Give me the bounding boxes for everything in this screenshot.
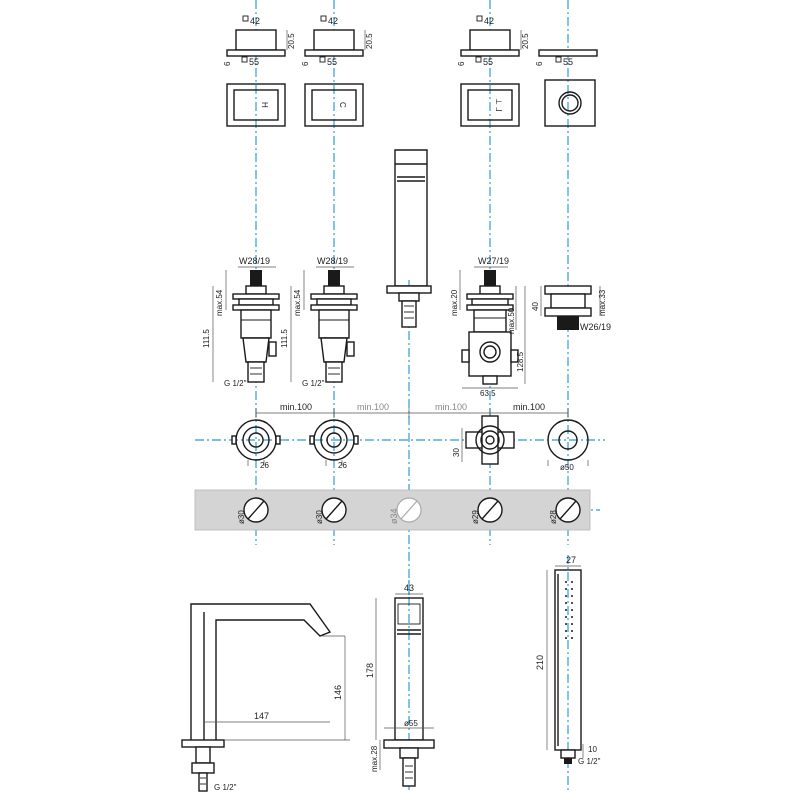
spout-connection: G 1/2" — [214, 783, 237, 792]
handle-1-thickness: 6 — [223, 61, 232, 66]
handle-front-view-3: ⊥ ⅃ — [460, 83, 520, 127]
spout-reach: 147 — [254, 711, 269, 721]
spout-front-height: 178 — [365, 663, 375, 678]
center-lines — [195, 0, 605, 790]
hose-cap-front-view — [544, 79, 596, 127]
spacing-3: min.100 — [435, 402, 467, 412]
hose-connector-height: 40 — [531, 302, 540, 311]
handle-front-view-1: H — [226, 83, 286, 127]
diverter-max-2: max.50 — [507, 307, 516, 334]
hose-connector: 40 max.33 W26/19 — [531, 285, 611, 332]
deck-holes: ø30 ø30 ø34 ø29 ø28 — [194, 489, 591, 531]
spacing-1: min.100 — [280, 402, 312, 412]
valve-cartridge-1: W28/19 max.54 111.5 G 1/2" — [202, 256, 280, 388]
hole-2-size: ø30 — [315, 510, 324, 524]
handle-3-top-size: 42 — [484, 16, 494, 26]
shower-connection: G 1/2" — [578, 757, 601, 766]
handle-side-view-3: 42 20.5 6 55 — [457, 15, 530, 67]
hose-cap-size: 55 — [563, 57, 573, 67]
diverter-thread: W27/19 — [478, 256, 509, 266]
valve-1-thread: W28/19 — [239, 256, 270, 266]
spout-front-width: 43 — [404, 583, 414, 593]
top-view-3-size: 30 — [452, 448, 461, 457]
top-view-diverter: 30 — [452, 415, 515, 465]
top-view-valve-1: 26 — [231, 419, 281, 470]
spout-height: 146 — [333, 685, 343, 700]
handle-3-height: 20.5 — [521, 33, 530, 49]
valve-2-height: 111.5 — [280, 329, 289, 348]
spout-side-view: 147 146 G 1/2" — [181, 603, 350, 792]
hole-1-size: ø30 — [237, 510, 246, 524]
spout-front-view: 43 178 ø55 max.28 — [365, 583, 435, 787]
spout-front-base: ø55 — [404, 719, 418, 728]
spacing-4: min.100 — [513, 402, 545, 412]
hose-cap-thickness: 6 — [535, 61, 544, 66]
handle-3-mark: ⊥ ⅃ — [494, 98, 503, 112]
top-view-valve-2: 26 — [309, 419, 359, 470]
spout-front-max: max.28 — [370, 745, 379, 772]
handle-1-mark: H — [260, 102, 269, 108]
handle-side-view-2: 42 20.5 6 55 — [301, 15, 374, 67]
diverter-height: 128.5 — [516, 351, 525, 372]
hose-cap-side-view: 6 55 — [535, 49, 598, 67]
handle-2-base-size: 55 — [327, 57, 337, 67]
handle-1-top-size: 42 — [250, 16, 260, 26]
valve-2-max: max.54 — [293, 289, 302, 316]
diverter-cartridge: W27/19 max.20 max.50 128.5 63.5 — [450, 256, 526, 398]
shower-width: 27 — [566, 555, 576, 565]
top-view-4-size: ø50 — [560, 463, 574, 472]
handle-1-base-size: 55 — [249, 57, 259, 67]
shower-length: 210 — [535, 655, 545, 670]
shower-depth: 10 — [588, 745, 597, 754]
handle-front-view-2: C — [304, 83, 364, 127]
valve-2-connection: G 1/2" — [302, 379, 325, 388]
spacing-2: min.100 — [357, 402, 389, 412]
top-view-2-size: 26 — [338, 461, 347, 470]
shower-nozzles — [565, 581, 573, 639]
top-view-1-size: 26 — [260, 461, 269, 470]
diverter-width: 63.5 — [480, 389, 496, 398]
spout-body-side — [386, 149, 432, 328]
hand-shower: 27 210 10 G 1/2" — [535, 555, 601, 766]
handle-side-view-1: 42 20.5 6 55 — [223, 15, 296, 67]
valve-1-max: max.54 — [215, 289, 224, 316]
handle-3-base-size: 55 — [483, 57, 493, 67]
hole-5-size: ø28 — [549, 510, 558, 524]
hole-4-size: ø29 — [471, 510, 480, 524]
handle-1-height: 20.5 — [287, 33, 296, 49]
hole-3-size: ø34 — [389, 508, 399, 524]
hose-connector-max: max.33 — [598, 289, 607, 316]
valve-2-thread: W28/19 — [317, 256, 348, 266]
valve-1-connection: G 1/2" — [224, 379, 247, 388]
diverter-max: max.20 — [450, 289, 459, 316]
handle-2-top-size: 42 — [328, 16, 338, 26]
hose-connector-thread: W26/19 — [580, 322, 611, 332]
top-view-hose: ø50 — [547, 419, 589, 472]
handle-2-mark: C — [338, 102, 347, 108]
handle-3-thickness: 6 — [457, 61, 466, 66]
handle-2-height: 20.5 — [365, 33, 374, 49]
valve-1-height: 111.5 — [202, 329, 211, 348]
spacing-dimensions: min.100 min.100 min.100 min.100 — [255, 402, 569, 418]
valve-cartridge-2: W28/19 max.54 111.5 G 1/2" — [280, 256, 358, 388]
handle-2-thickness: 6 — [301, 61, 310, 66]
